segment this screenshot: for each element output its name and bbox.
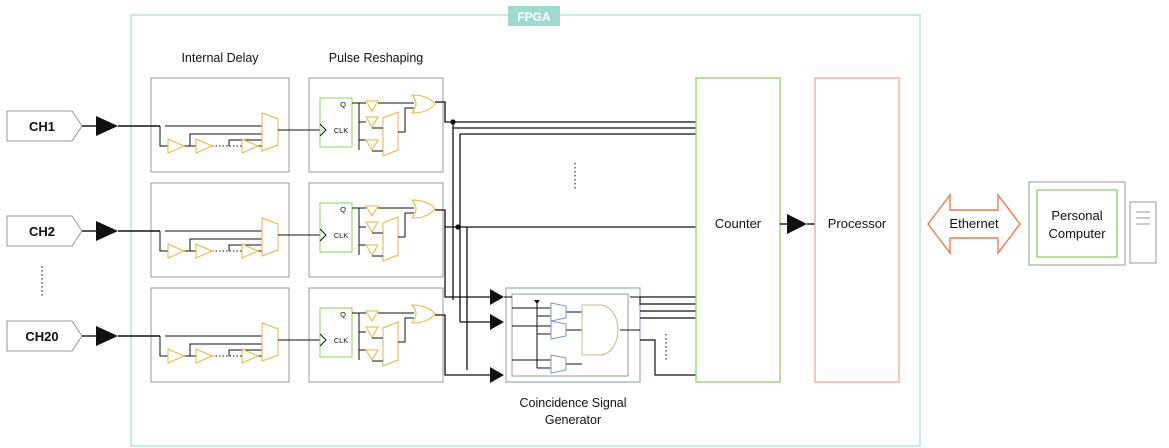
processor-block bbox=[814, 77, 900, 383]
coincidence-label-line2: Generator bbox=[545, 413, 601, 427]
channel-circuit-ch2: Q CLK bbox=[159, 199, 436, 262]
pc-label-line1: Personal bbox=[1051, 208, 1102, 223]
channel-input-ch2: CH2 bbox=[6, 215, 83, 247]
flipflop-q-label: Q bbox=[340, 205, 346, 214]
flipflop-clk-label: CLK bbox=[334, 336, 349, 345]
internal-delay-box-ch2 bbox=[150, 182, 290, 278]
channel-label-ch1: CH1 bbox=[29, 119, 55, 134]
pulse-reshaping-box-ch1 bbox=[308, 77, 444, 173]
fpga-tab bbox=[508, 6, 560, 26]
pulse-reshaping-header: Pulse Reshaping bbox=[329, 51, 424, 65]
input-arrow-ch2 bbox=[82, 221, 160, 241]
pulse-reshaping-box-ch2 bbox=[308, 182, 444, 278]
counter-processor-arrow bbox=[780, 214, 815, 234]
input-arrow-ch1 bbox=[82, 116, 160, 136]
flipflop-q-label: Q bbox=[340, 100, 346, 109]
internal-delay-box-ch20 bbox=[150, 287, 290, 383]
channel-label-ch2: CH2 bbox=[29, 224, 55, 239]
coincidence-label-line1: Coincidence Signal bbox=[519, 396, 626, 410]
flipflop-q-label: Q bbox=[340, 310, 346, 319]
channel-input-ch1: CH1 bbox=[6, 110, 83, 142]
coincidence-generator bbox=[504, 287, 696, 383]
flipflop-clk-label: CLK bbox=[334, 126, 349, 135]
channel-input-ch20: CH20 bbox=[6, 320, 83, 352]
fpga-label: FPGA bbox=[517, 10, 551, 24]
bus-wires bbox=[435, 101, 696, 376]
channel-circuit-ch1: Q CLK bbox=[159, 94, 436, 157]
coincidence-input-arrows bbox=[490, 289, 504, 383]
pc-label-line2: Computer bbox=[1048, 226, 1106, 241]
counter-block bbox=[695, 77, 781, 383]
channel-circuit-ch20: Q CLK bbox=[159, 304, 436, 367]
internal-delay-header: Internal Delay bbox=[181, 51, 259, 65]
pulse-reshaping-box-ch20 bbox=[308, 287, 444, 383]
ethernet-arrow: Ethernet bbox=[927, 192, 1021, 256]
personal-computer-icon: Personal Computer bbox=[1028, 181, 1157, 266]
flipflop-clk-label: CLK bbox=[334, 231, 349, 240]
processor-label: Processor bbox=[828, 216, 887, 231]
channel-label-ch20: CH20 bbox=[25, 329, 58, 344]
input-arrow-ch20 bbox=[82, 326, 160, 346]
counter-label: Counter bbox=[715, 216, 762, 231]
internal-delay-box-ch1 bbox=[150, 77, 290, 173]
ethernet-label: Ethernet bbox=[949, 216, 999, 231]
